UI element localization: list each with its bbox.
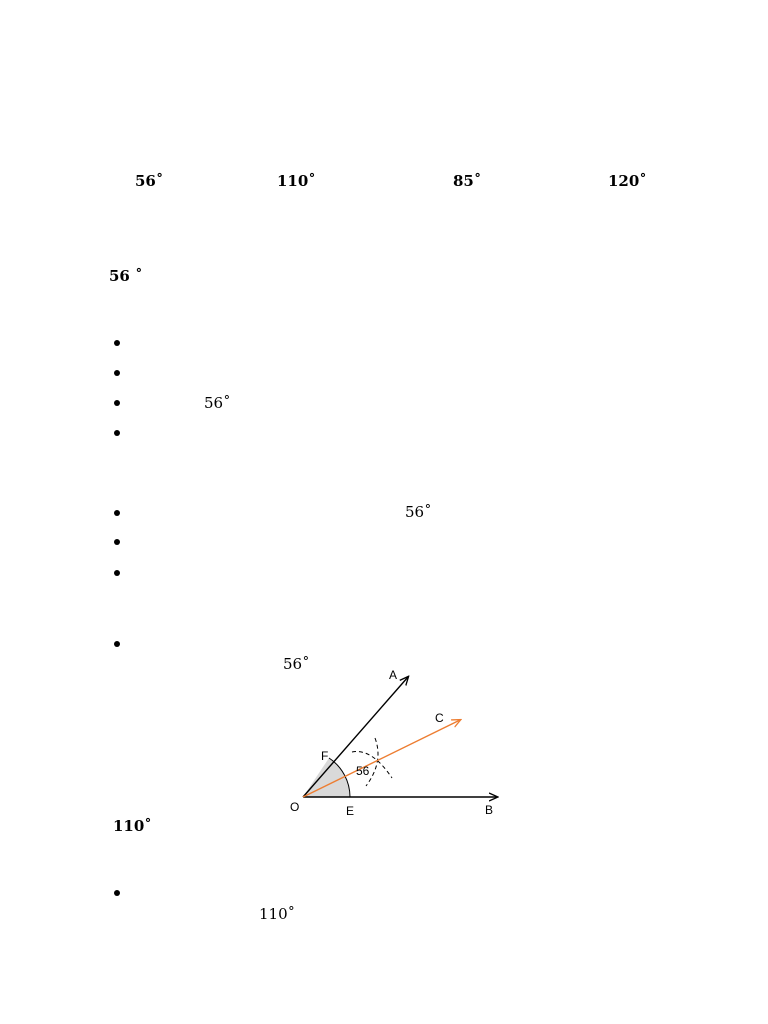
header-angle-110: 110˚ — [277, 172, 316, 190]
list-item-text: 56˚ — [405, 503, 432, 521]
ray-OA — [302, 677, 408, 798]
label-E: E — [346, 804, 354, 818]
list-bullet — [114, 400, 120, 406]
section-110-heading: 110˚ — [113, 817, 152, 835]
list-bullet — [114, 570, 120, 576]
list-bullet — [114, 510, 120, 516]
section-56-heading: 56 ˚ — [109, 267, 143, 285]
header-angle-120: 120˚ — [608, 172, 647, 190]
header-angle-85: 85˚ — [453, 172, 482, 190]
list-item-text: 56˚ — [204, 394, 231, 412]
section-110-caption: 110˚ — [259, 905, 296, 923]
angle-sector — [303, 758, 350, 797]
header-angle-56: 56˚ — [135, 172, 164, 190]
angle-bisector-figure: A C F 56 O E B — [290, 668, 515, 818]
construction-arc — [365, 737, 379, 787]
label-O: O — [290, 800, 299, 814]
label-F: F — [321, 749, 328, 763]
list-bullet — [114, 430, 120, 436]
label-B: B — [485, 803, 493, 817]
list-bullet — [114, 340, 120, 346]
figure-caption: 56˚ — [283, 655, 310, 673]
list-bullet — [114, 539, 120, 545]
list-bullet — [114, 370, 120, 376]
construction-arc — [351, 751, 393, 779]
angle-arc — [328, 757, 351, 798]
label-A: A — [389, 668, 397, 682]
ray-OC-bisector — [302, 720, 460, 798]
label-angle-56: 56 — [356, 764, 370, 778]
list-bullet — [114, 890, 120, 896]
list-bullet — [114, 641, 120, 647]
label-C: C — [435, 711, 444, 725]
